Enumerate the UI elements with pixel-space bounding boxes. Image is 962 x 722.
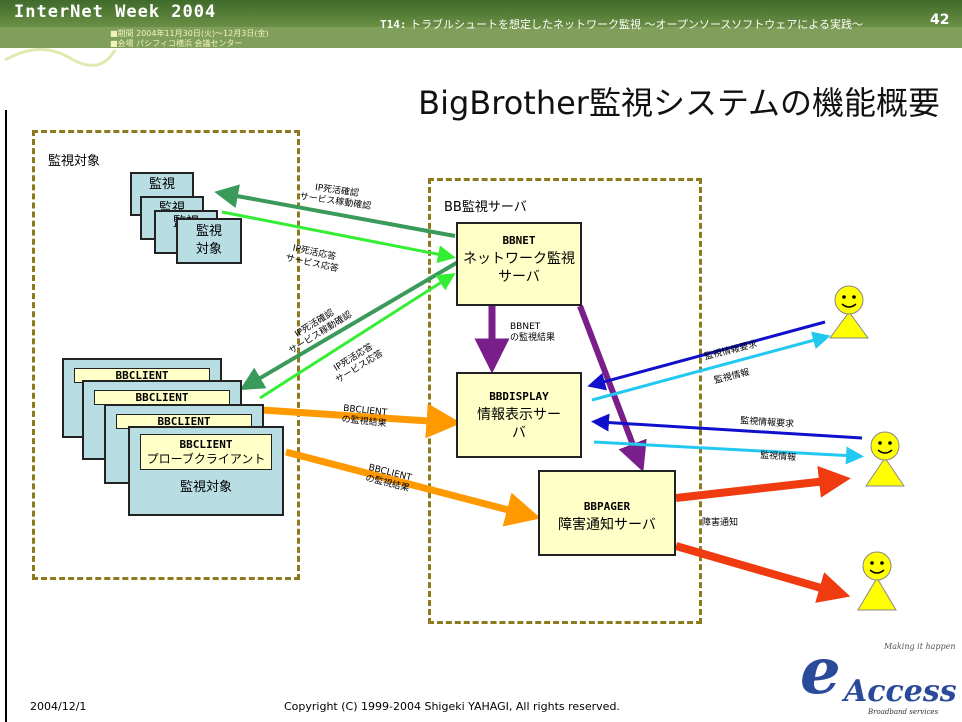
bb-server-region (428, 178, 702, 624)
arrow-info-request-2 (591, 413, 863, 440)
label-client-result-1: BBCLIENT の監視結果 (341, 404, 388, 431)
session-code: T14: (380, 18, 407, 31)
eaccess-logo: Making it happen e Access Broadband serv… (800, 634, 960, 720)
arrow-fault-notice-2 (674, 542, 851, 603)
arrow-client-result-1 (261, 403, 462, 439)
brand-name: Access (844, 674, 957, 709)
bbpager-server: BBPAGER 障害通知サーバ (538, 470, 676, 556)
arrow-info-2 (593, 440, 864, 465)
arrow-client-response (259, 273, 456, 400)
slide-title: BigBrother監視システムの機能概要 (418, 84, 940, 122)
bbpager-line1: 障害通知サーバ (558, 517, 656, 533)
user-icon (865, 431, 905, 487)
arrow-fault-notice-1 (675, 465, 851, 502)
probe-client-panel: BBCLIENT プローブクライアント (140, 434, 272, 470)
arrow-client-result-2 (285, 448, 541, 527)
footer-date: 2004/12/1 (30, 700, 87, 713)
client-label: BBCLIENT (116, 414, 252, 429)
brand-sub: Broadband services (868, 708, 939, 716)
header-swoosh-icon (4, 48, 117, 67)
arrow-ping-clients (239, 260, 460, 391)
footer-copyright: Copyright (C) 1999-2004 Shigeki YAHAGI, … (284, 700, 620, 713)
event-venue: ■会場 パシフィコ横浜 会議センター (110, 39, 243, 48)
note-line: の監視結果 (510, 333, 556, 343)
client-front-desc: プローブクライアント (146, 452, 266, 466)
target-label: 監視 (148, 177, 175, 192)
target-front-line2: 対象 (195, 242, 222, 257)
bbdisplay-line2: バ (512, 425, 526, 441)
arrow-ping-targets (214, 184, 456, 238)
user-icon (829, 285, 869, 339)
user-icon (857, 551, 897, 611)
targets-region-label: 監視対象 (48, 154, 101, 169)
page-number: 42 (930, 12, 950, 28)
arrow-info-request-1 (587, 320, 826, 391)
bbnet-server: BBNET ネットワーク監視 サーバ (456, 222, 582, 306)
session-title: T14: トラブルシュートを想定したネットワーク監視 ～オープンソースソフトウェ… (380, 16, 863, 32)
brand-e-icon: e (800, 634, 841, 709)
bbnet-line2: サーバ (498, 269, 540, 285)
header-subband (0, 27, 962, 48)
note-line: BBNET (510, 322, 541, 332)
server-region-label: BB監視サーバ (444, 200, 527, 215)
client-box-front: BBCLIENT プローブクライアント 監視対象 (128, 426, 284, 516)
left-rule (5, 110, 7, 722)
arrow-info-1 (591, 331, 831, 402)
event-logo: InterNet Week 2004 (14, 2, 217, 22)
session-name: トラブルシュートを想定したネットワーク監視 ～オープンソースソフトウェアによる実… (410, 18, 863, 31)
label-fault-notice: 障害通知 (702, 518, 739, 528)
bbnet-name: BBNET (502, 234, 536, 247)
bbpager-name: BBPAGER (583, 500, 631, 513)
arrow-target-response (221, 210, 456, 264)
client-front-title: BBCLIENT (179, 438, 233, 451)
header-band (0, 0, 962, 27)
target-front-line1: 監視 (195, 224, 222, 239)
bbdisplay-name: BBDISPLAY (489, 390, 549, 403)
bbnet-line1: ネットワーク監視 (463, 251, 575, 267)
client-label: BBCLIENT (94, 390, 230, 405)
client-front-footer: 監視対象 (179, 480, 232, 495)
target-box-front: 監視 対象 (176, 218, 242, 264)
bbdisplay-line1: 情報表示サー (477, 407, 561, 423)
bbdisplay-server: BBDISPLAY 情報表示サー バ (456, 372, 582, 458)
label-bbnet-result: BBNET の監視結果 (510, 322, 555, 344)
brand-tagline: Making it happen (884, 642, 956, 651)
event-period: ■期間 2004年11月30日(火)～12月3日(金) (110, 29, 269, 38)
